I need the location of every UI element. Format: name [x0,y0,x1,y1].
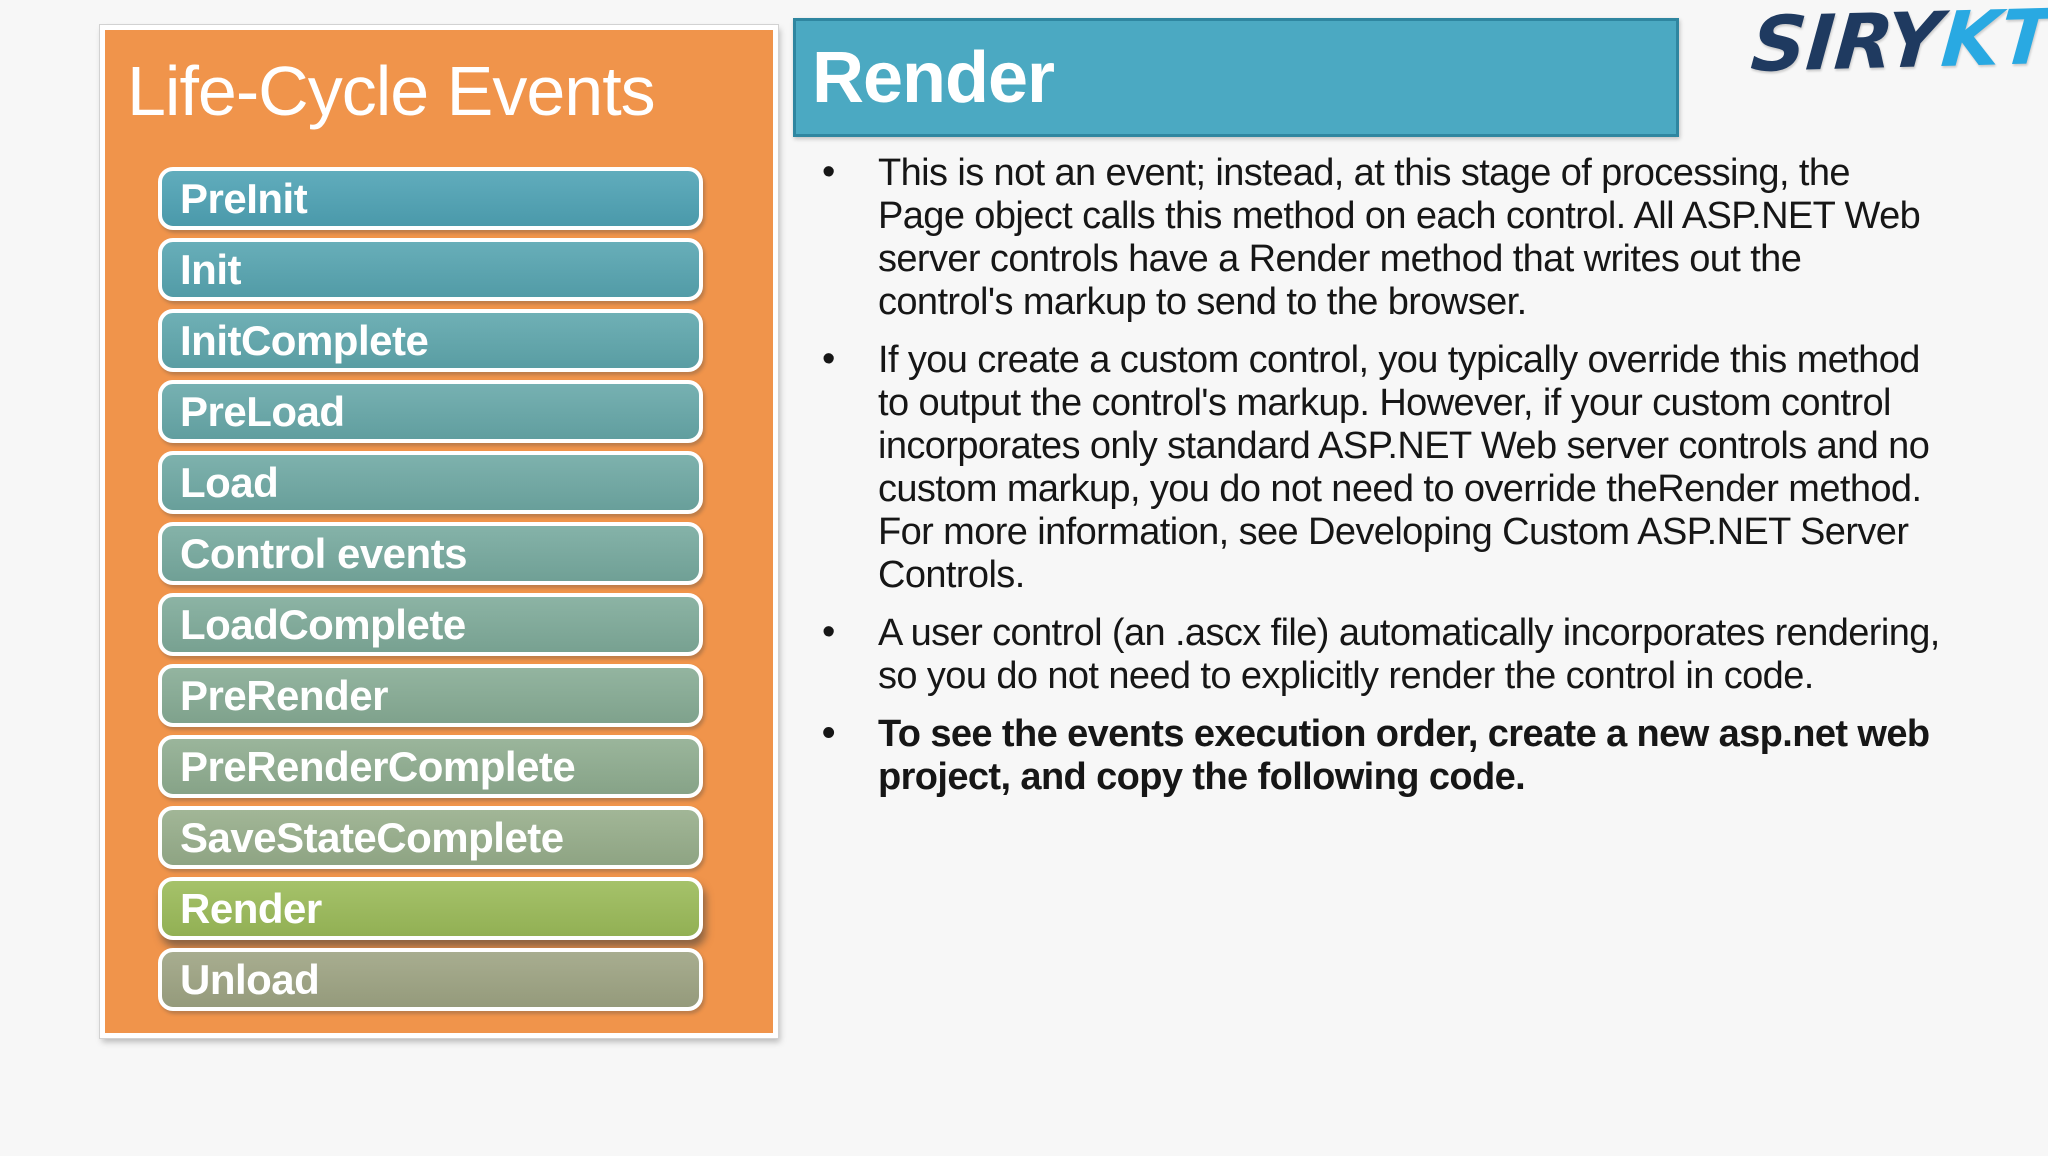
lifecycle-item-label: Render [180,884,322,932]
lifecycle-item-prerendercomplete: PreRenderComplete [158,735,703,798]
lifecycle-item-label: PreRenderComplete [180,742,576,790]
lifecycle-item-render: Render [158,877,703,940]
render-bullet-list: This is not an event; instead, at this s… [816,151,1941,814]
lifecycle-item-prerender: PreRender [158,664,703,727]
lifecycle-item-label: Control events [180,529,468,577]
lifecycle-item-loadcomplete: LoadComplete [158,593,703,656]
lifecycle-item-savestatecomplete: SaveStateComplete [158,806,703,869]
lifecycle-item-label: PreInit [180,174,308,222]
bullet-item: This is not an event; instead, at this s… [816,151,1941,324]
lifecycle-item-label: LoadComplete [180,600,466,648]
lifecycle-item-label: PreRender [180,671,388,719]
logo-secondary-text: KT [1937,0,2048,84]
render-section-title: Render [812,37,1055,118]
bullet-item: If you create a custom control, you typi… [816,338,1941,597]
lifecycle-item-label: InitComplete [180,316,429,364]
lifecycle-item-unload: Unload [158,948,703,1011]
lifecycle-item-label: Load [180,458,279,506]
lifecycle-item-label: Init [180,245,241,293]
bullet-item: A user control (an .ascx file) automatic… [816,611,1941,698]
lifecycle-item-label: PreLoad [180,387,345,435]
sirykt-logo: SIRYKT [1748,0,2048,89]
lifecycle-item-preinit: PreInit [158,167,703,230]
lifecycle-item-init: Init [158,238,703,301]
lifecycle-item-initcomplete: InitComplete [158,309,703,372]
lifecycle-panel-title: Life-Cycle Events [127,52,656,130]
lifecycle-item-label: Unload [180,955,320,1003]
logo-primary-text: SIRY [1747,0,1945,89]
lifecycle-item-load: Load [158,451,703,514]
lifecycle-item-control-events: Control events [158,522,703,585]
render-section-header: Render [793,18,1679,137]
lifecycle-item-preload: PreLoad [158,380,703,443]
bullet-item: To see the events execution order, creat… [816,712,1941,799]
lifecycle-item-label: SaveStateComplete [180,813,564,861]
